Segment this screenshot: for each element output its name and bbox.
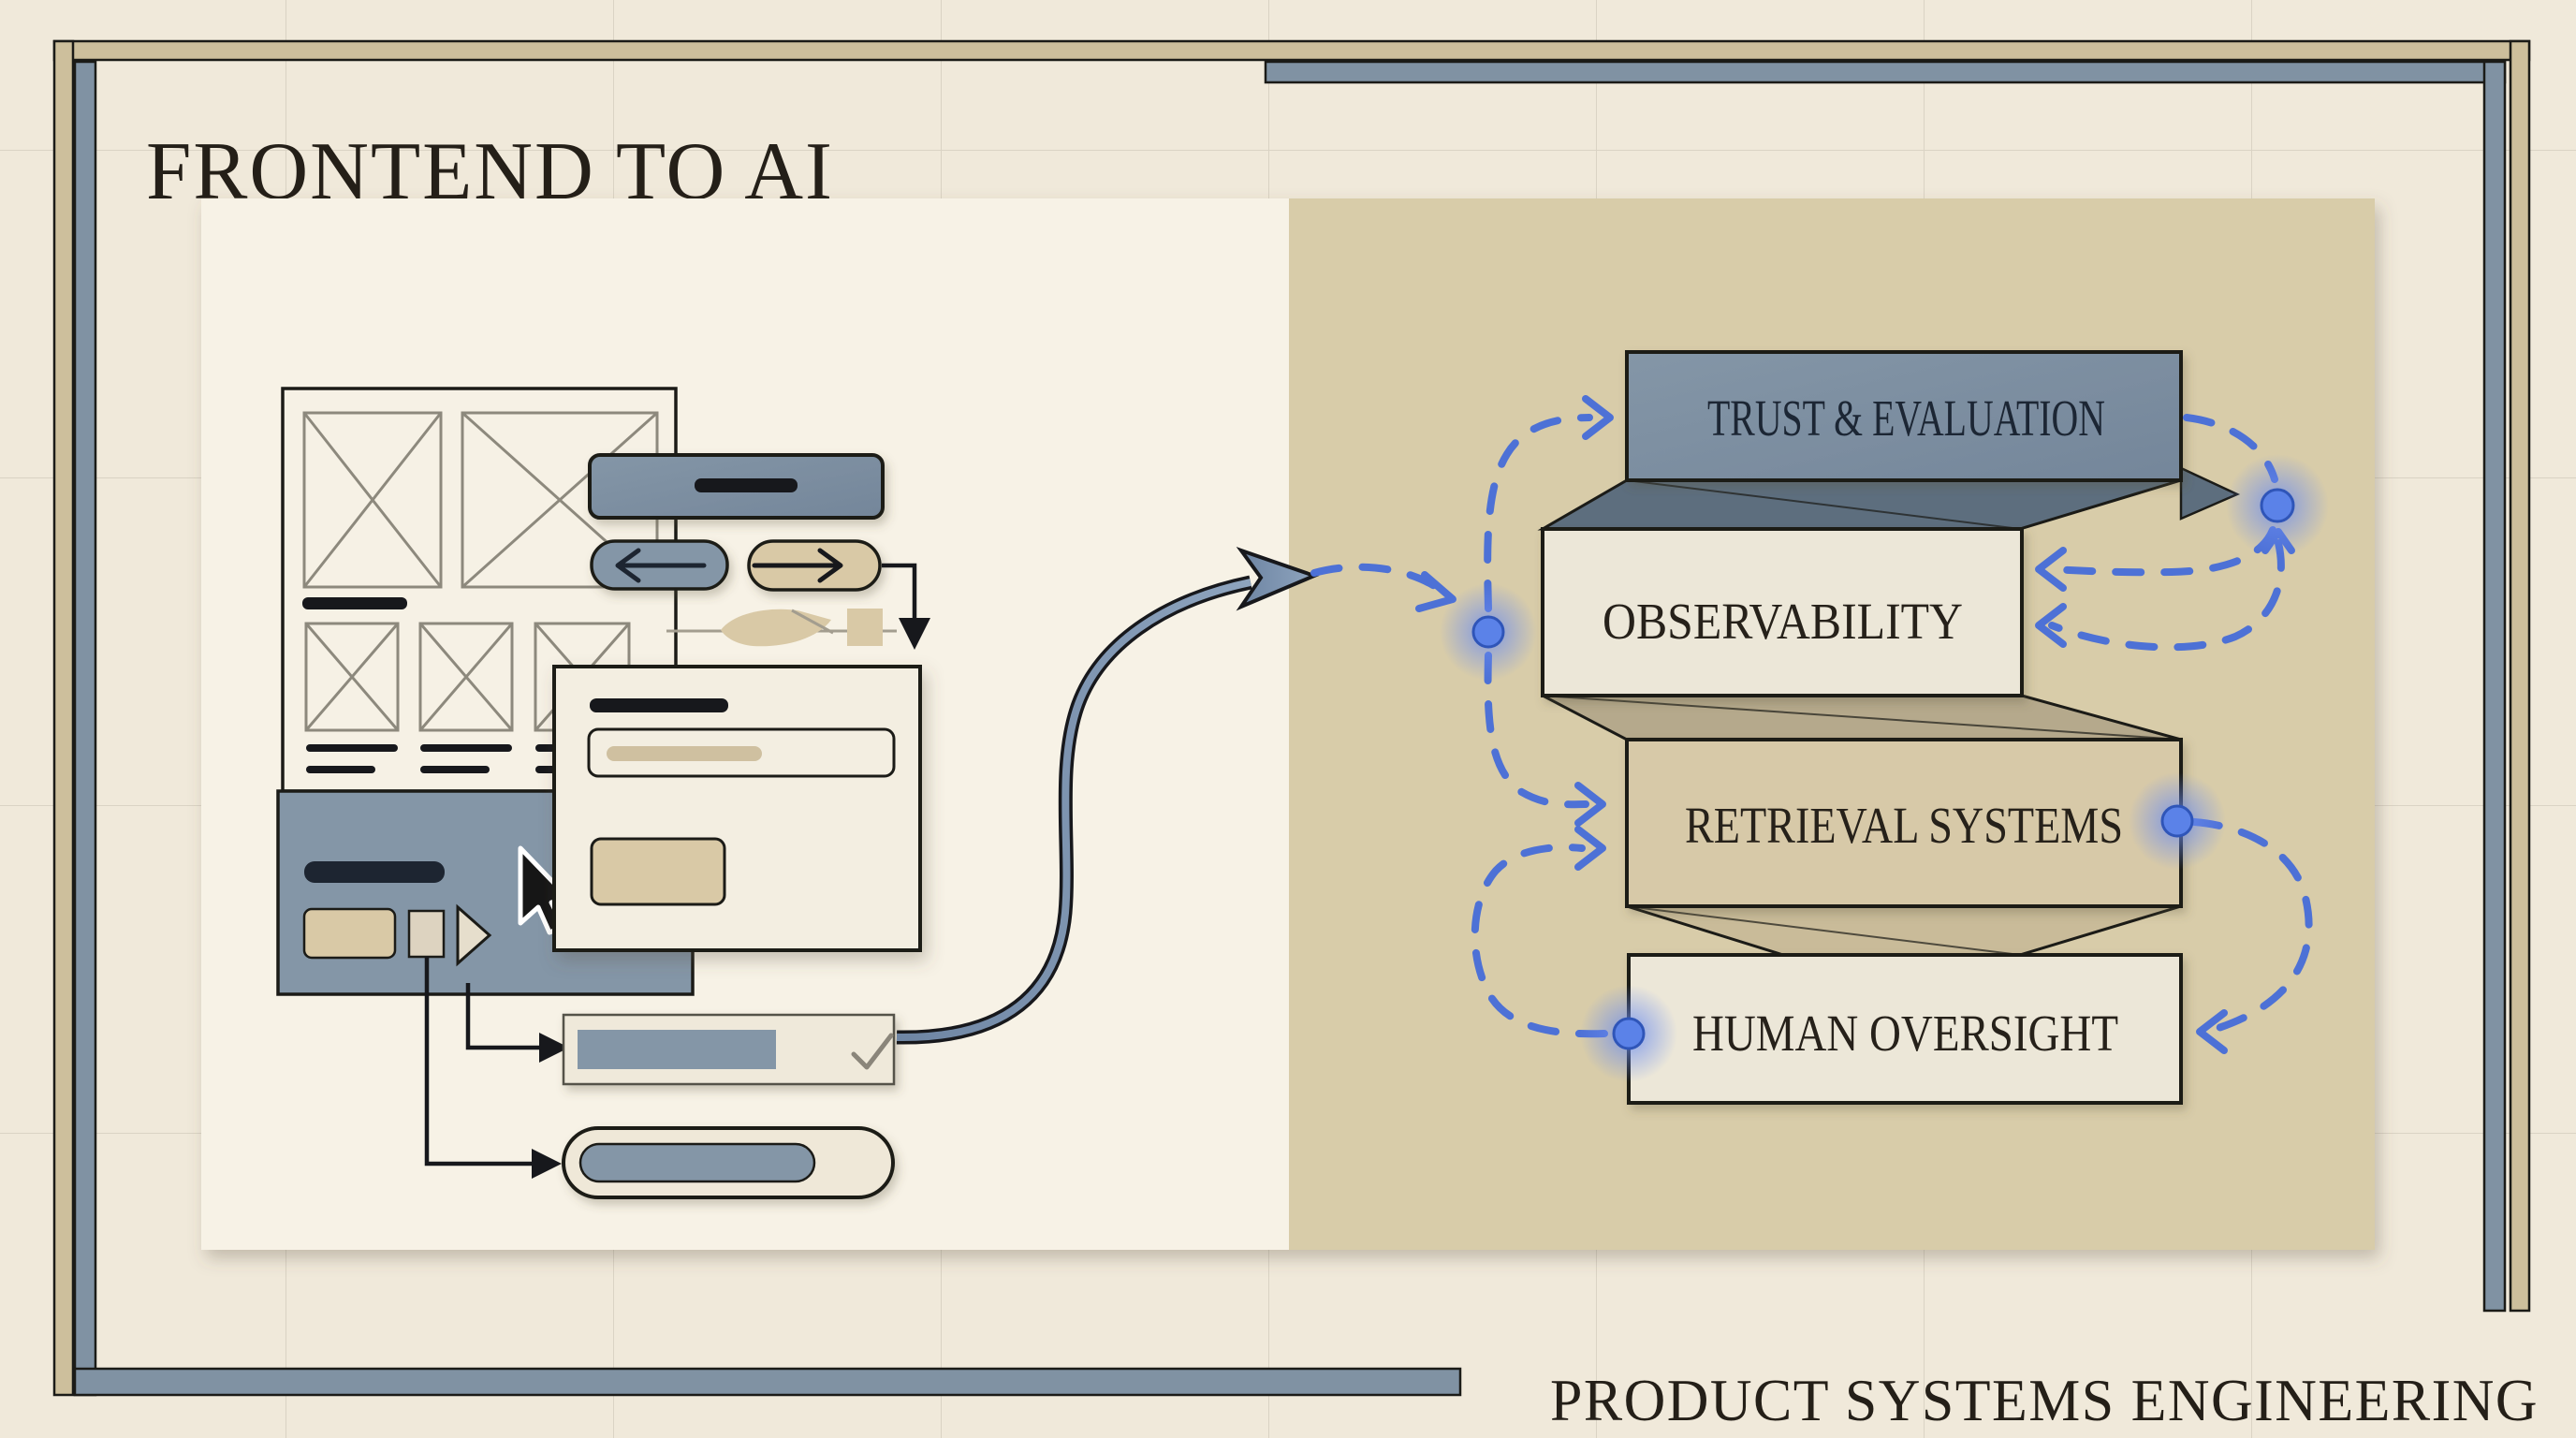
right-arrow-icon [532,1149,562,1179]
primary-button-label-bar [695,478,798,492]
decorative-frame [52,39,2531,1397]
frame-slate-bottom [73,1367,1462,1397]
chevron-arrow-icon [1574,782,1606,827]
leaf-vein [791,609,834,635]
image-placeholder-icon [302,411,443,589]
chevron-arrow-icon [2196,1009,2228,1054]
feedback-loops [1310,395,2313,1054]
toolbar-title-bar [304,861,445,883]
dashed-path [2048,539,2285,652]
node-dot [2260,488,2295,523]
arrowhead-icon [1236,547,1320,611]
chevron-arrow-icon [1574,826,1606,871]
handoff-arrow [896,547,1320,1045]
frame-tan-right [2509,39,2531,1313]
elbow-connector [882,563,917,620]
footer-caption: PRODUCT SYSTEMS ENGINEERING [1550,1368,2539,1433]
layer-human-oversight [1627,953,2183,1105]
layer-label: HUMAN OVERSIGHT [1692,1005,2118,1062]
dashed-path [1471,844,1608,1038]
flow-connectors [424,957,541,1167]
modal-title-bar [590,698,728,712]
input-value-bar [607,746,762,761]
down-arrow-icon [899,618,930,650]
frame-tan-left [52,39,75,1397]
chevron-arrow-icon [2035,547,2067,592]
dashed-path [1484,652,1589,809]
leaf-icon [721,609,831,647]
dashed-path [2048,526,2276,577]
layer-trust-evaluation [1625,350,2183,482]
wireframe-illustration [276,387,930,1199]
connection-nodes [1440,454,2329,1082]
modal-submit-button [590,837,726,906]
node-dot [1471,615,1505,649]
layer-label: TRUST & EVALUATION [1707,389,2105,447]
image-placeholder-icon [418,622,514,732]
headline-bar [302,597,407,609]
progress-bar-fill [578,1142,816,1183]
play-icon [456,903,492,967]
color-swatch [847,609,883,646]
ribbon-tail [2179,466,2241,521]
layer-label: RETRIEVAL SYSTEMS [1685,797,2123,854]
image-placeholder-icon [304,622,400,732]
frame-slate-left [73,60,97,1397]
layer-observability [1541,527,2024,697]
node-dot [1612,1017,1646,1050]
chevron-arrow-icon [1582,395,1614,440]
dashed-path [2190,818,2313,1034]
node-dot [2160,804,2194,838]
toolbar-button [302,907,397,960]
confirmed-input-fill [578,1030,776,1069]
forward-arrow-icon [752,548,843,583]
layer-label: OBSERVABILITY [1603,593,1963,650]
back-arrow-icon [615,548,707,583]
chevron-arrow-icon [2035,603,2067,648]
frame-slate-top [1264,60,2507,84]
stop-icon [407,909,446,959]
frame-slate-right [2482,60,2507,1313]
dashed-path [1484,414,1593,612]
right-arrow-icon [539,1033,569,1063]
frame-tan-top [52,39,2531,62]
checkmark-icon [851,1033,894,1070]
